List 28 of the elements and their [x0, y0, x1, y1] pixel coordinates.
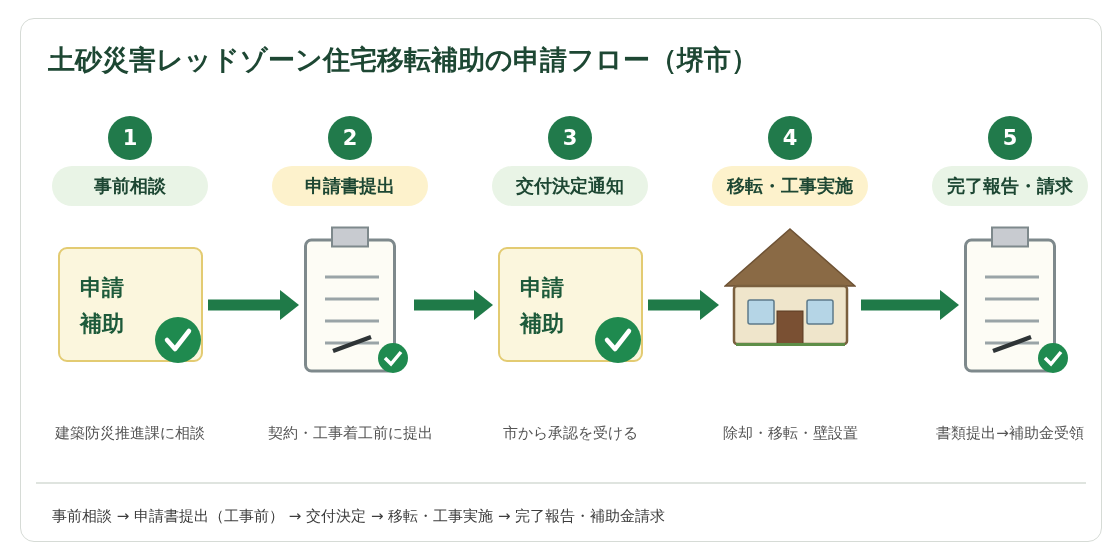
step-caption: 除却・移転・壁設置	[722, 423, 858, 444]
step-title-pill: 移転・工事実施	[712, 166, 868, 206]
step-caption: 契約・工事着工前に提出	[267, 423, 433, 444]
step-caption: 書類提出→補助金受領	[936, 423, 1084, 444]
arrow	[861, 290, 959, 320]
arrow	[414, 290, 493, 320]
arrow	[208, 290, 299, 320]
document-card	[58, 247, 203, 362]
card-text: 申請補助	[80, 274, 125, 338]
arrow	[648, 290, 719, 320]
step-number-circle: 1	[108, 116, 152, 160]
step-number-circle: 3	[548, 116, 592, 160]
step-number-circle: 5	[988, 116, 1032, 160]
card-text: 申請補助	[520, 274, 565, 338]
step-title-pill: 完了報告・請求	[932, 166, 1088, 206]
clipboard-illustration	[964, 226, 1069, 374]
title: 土砂災害レッドゾーン住宅移転補助の申請フロー（堺市）	[48, 43, 758, 77]
step-title-pill: 事前相談	[52, 166, 208, 206]
step-caption: 市から承認を受ける	[502, 423, 638, 444]
step-title-pill: 申請書提出	[272, 166, 428, 206]
clipboard-illustration	[304, 226, 409, 374]
step-caption: 建築防災推進課に相談	[55, 423, 205, 444]
house-illustration	[724, 227, 856, 347]
step-title-pill: 交付決定通知	[492, 166, 648, 206]
document-card	[498, 247, 643, 362]
step-number-circle: 2	[328, 116, 372, 160]
step-number-circle: 4	[768, 116, 812, 160]
flow-summary: 事前相談 → 申請書提出（工事前） → 交付決定 → 移転・工事実施 → 完了報告・補助金請求	[52, 506, 666, 527]
